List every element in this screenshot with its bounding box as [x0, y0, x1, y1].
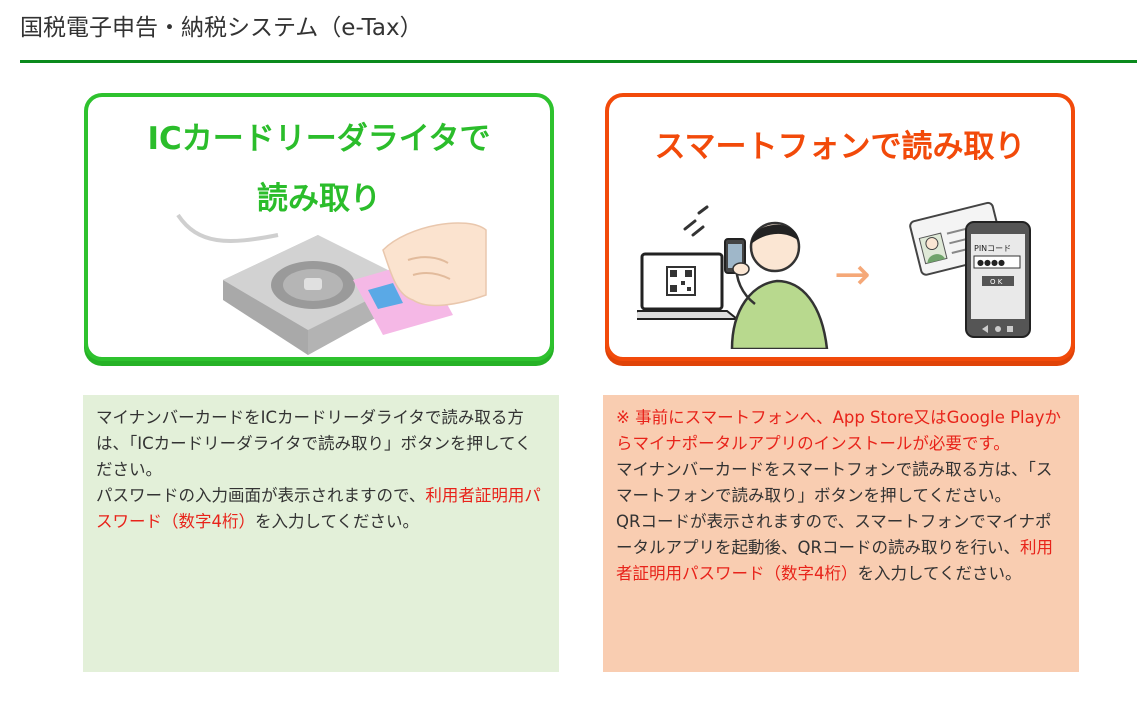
pin-dots: ●●●● — [977, 258, 1005, 267]
ic-desc-text-b: を入力してください。 — [255, 512, 420, 531]
card-reader-illustration-icon — [176, 213, 487, 355]
sp-desc-text-a: QRコードが表示されますので、スマートフォンでマイナポータルアプリを起動後、QR… — [616, 512, 1052, 557]
person-scanning-qr-illustration-icon — [637, 205, 829, 349]
ic-desc-password-highlight: 利用者証明用パスワード（数字4桁） — [96, 486, 541, 531]
sp-desc-note: ※ 事前にスマートフォンへ、App Store又はGoogle Playからマイ… — [616, 408, 1062, 453]
ic-card-reader-description: マイナンバーカードをICカードリーダライタで読み取る方は、「ICカードリーダライ… — [83, 395, 559, 672]
page-header: 国税電子申告・納税システム（e-Tax） — [20, 8, 1137, 63]
ic-desc-paragraph-1: マイナンバーカードをICカードリーダライタで読み取る方は、「ICカードリーダライ… — [96, 408, 532, 479]
sp-desc-text-b: を入力してください。 — [857, 564, 1022, 583]
page-title: 国税電子申告・納税システム（e-Tax） — [20, 15, 423, 41]
ic-desc-text-a: パスワードの入力画面が表示されますので、 — [96, 486, 426, 505]
arrow-right-icon: → — [834, 249, 871, 300]
smartphone-read-title: スマートフォンで読み取り — [654, 129, 1026, 165]
smartphone-read-button[interactable]: スマートフォンで読み取り → — [605, 93, 1075, 361]
pin-code-label: PINコード — [974, 244, 1011, 253]
smartphone-description: ※ 事前にスマートフォンへ、App Store又はGoogle Playからマイ… — [603, 395, 1079, 672]
ic-desc-paragraph-2: パスワードの入力画面が表示されますので、利用者証明用パスワード（数字4桁）を入力… — [96, 483, 547, 535]
sp-desc-paragraph-2: QRコードが表示されますので、スマートフォンでマイナポータルアプリを起動後、QR… — [616, 509, 1067, 587]
pin-entry-phone-illustration-icon: PINコード ●●●● O K — [909, 201, 1031, 338]
ic-card-reader-button[interactable]: ICカードリーダライタで 読み取り — [84, 93, 554, 361]
ok-label: O K — [990, 278, 1003, 286]
sp-desc-password-highlight: 利用者証明用パスワード（数字4桁） — [616, 538, 1053, 583]
ic-card-reader-title-line2: 読み取り — [257, 181, 381, 217]
sp-desc-paragraph-1: マイナンバーカードをスマートフォンで読み取る方は、「スマートフォンで読み取り」ボ… — [616, 460, 1053, 505]
ic-card-reader-title-line1: ICカードリーダライタで — [147, 121, 491, 157]
